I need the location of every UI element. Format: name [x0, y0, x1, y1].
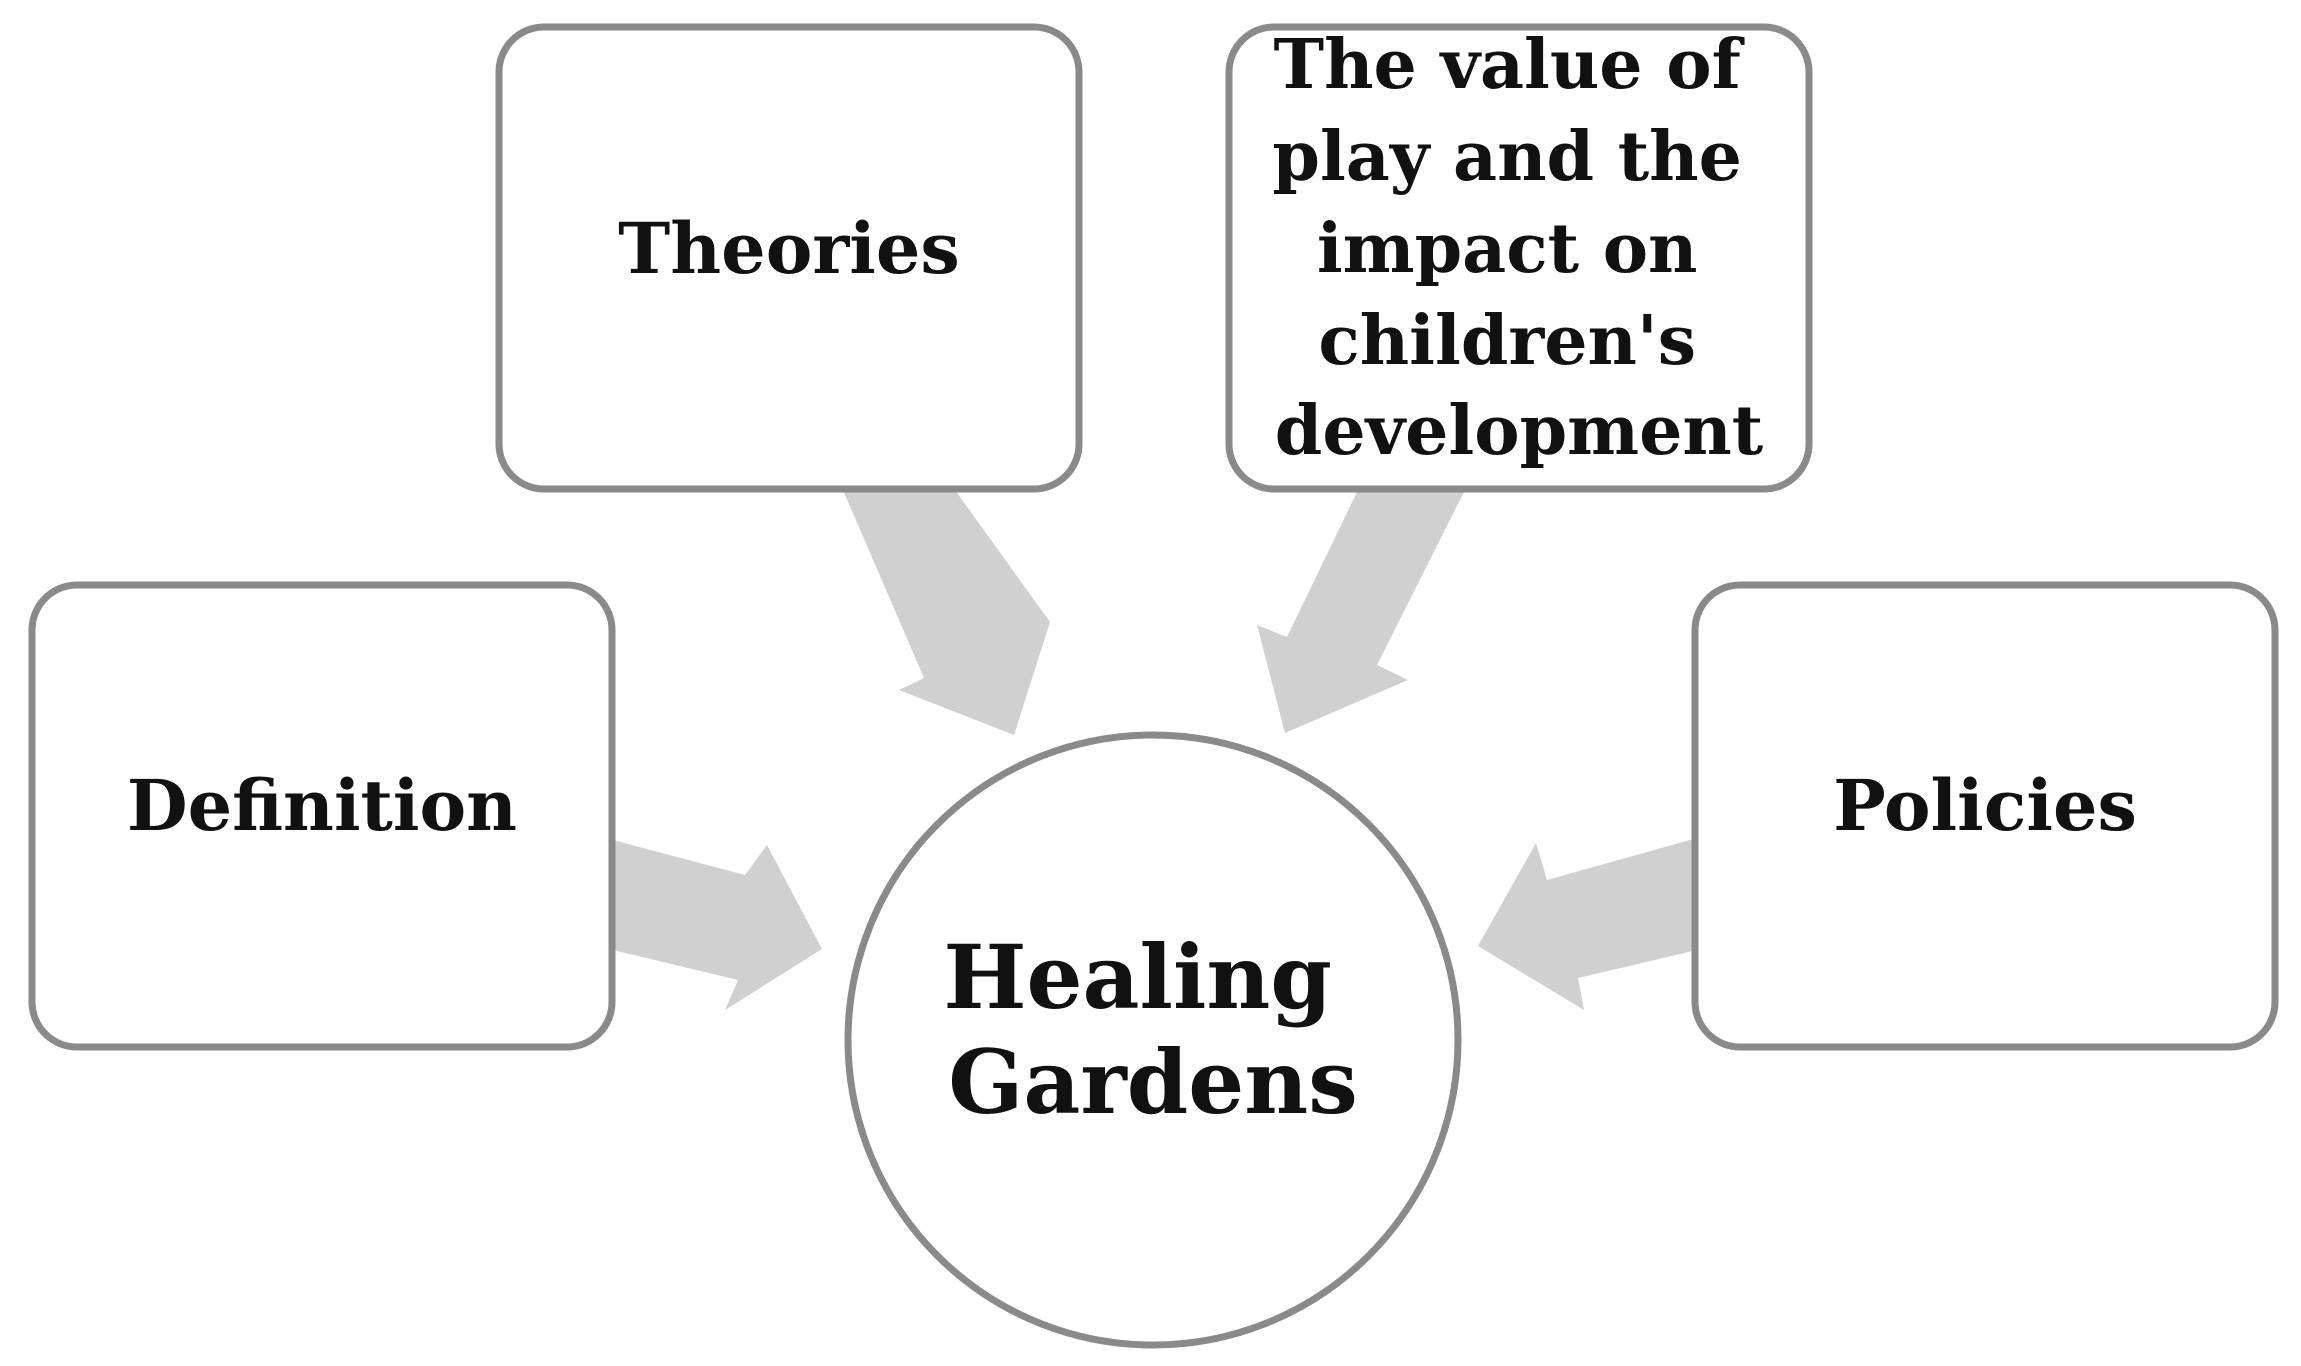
arrows [613, 490, 1697, 1010]
node-box [1225, 23, 1813, 493]
node-box [1691, 581, 2279, 1051]
arrow-policies [1478, 838, 1697, 1010]
center-node: Healing Gardens [844, 731, 1462, 1349]
node-label-value-of-play: The value of play and the impact on chil… [1272, 25, 1765, 471]
node-value-of-play: The value of play and the impact on chil… [1225, 23, 1813, 493]
node-label-theories: Theories [618, 207, 960, 290]
nodes: Theories The value of play and the impac… [28, 23, 2279, 1349]
node-box [495, 23, 1083, 493]
node-label-policies: Policies [1833, 764, 2137, 847]
arrow-value-of-play [1257, 490, 1465, 733]
arrow-definition [613, 840, 822, 1010]
arrow-theories [843, 490, 1050, 735]
node-policies: Policies [1691, 581, 2279, 1051]
node-box [28, 581, 616, 1051]
node-definition: Definition [28, 581, 616, 1051]
node-theories: Theories [495, 23, 1083, 493]
center-circle [844, 731, 1462, 1349]
node-label-definition: Definition [127, 764, 517, 847]
center-label: Healing Gardens [943, 925, 1362, 1134]
